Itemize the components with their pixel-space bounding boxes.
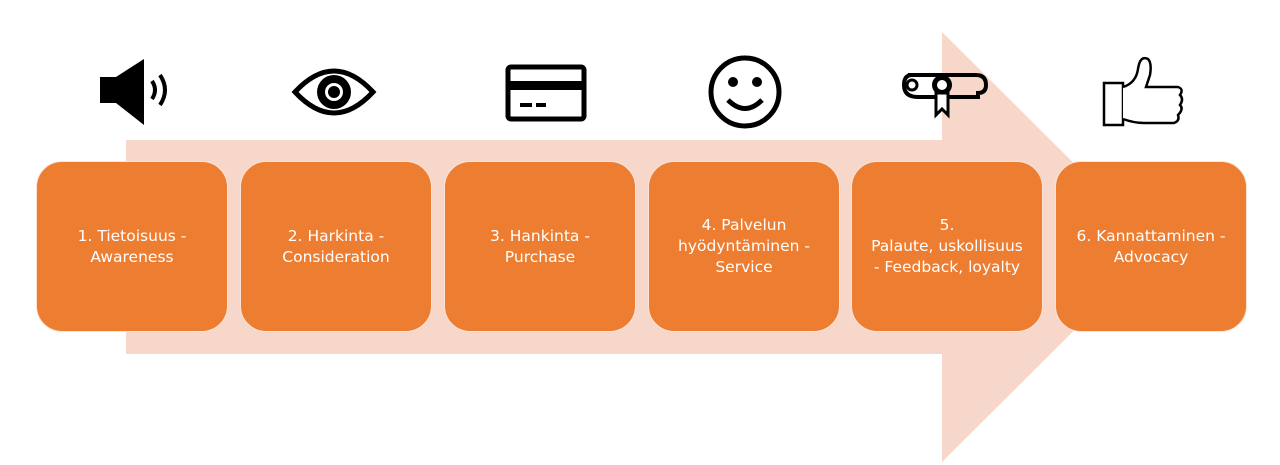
eye-icon (291, 68, 377, 116)
step-feedback-loyalty: 5. Palaute, uskollisuus - Feedback, loya… (851, 161, 1043, 332)
step-purchase: 3. Hankinta - Purchase (444, 161, 636, 332)
step-consideration: 2. Harkinta - Consideration (240, 161, 432, 332)
speaker-icon (100, 59, 167, 125)
credit-card-icon (505, 64, 587, 122)
smiley-icon (708, 55, 782, 129)
step-awareness: 1. Tietoisuus - Awareness (36, 161, 228, 332)
diploma-icon (901, 73, 988, 119)
thumbs-up-icon (1102, 56, 1184, 127)
step-advocacy: 6. Kannattaminen - Advocacy (1055, 161, 1247, 332)
step-service: 4. Palvelun hyödyntäminen - Service (648, 161, 840, 332)
